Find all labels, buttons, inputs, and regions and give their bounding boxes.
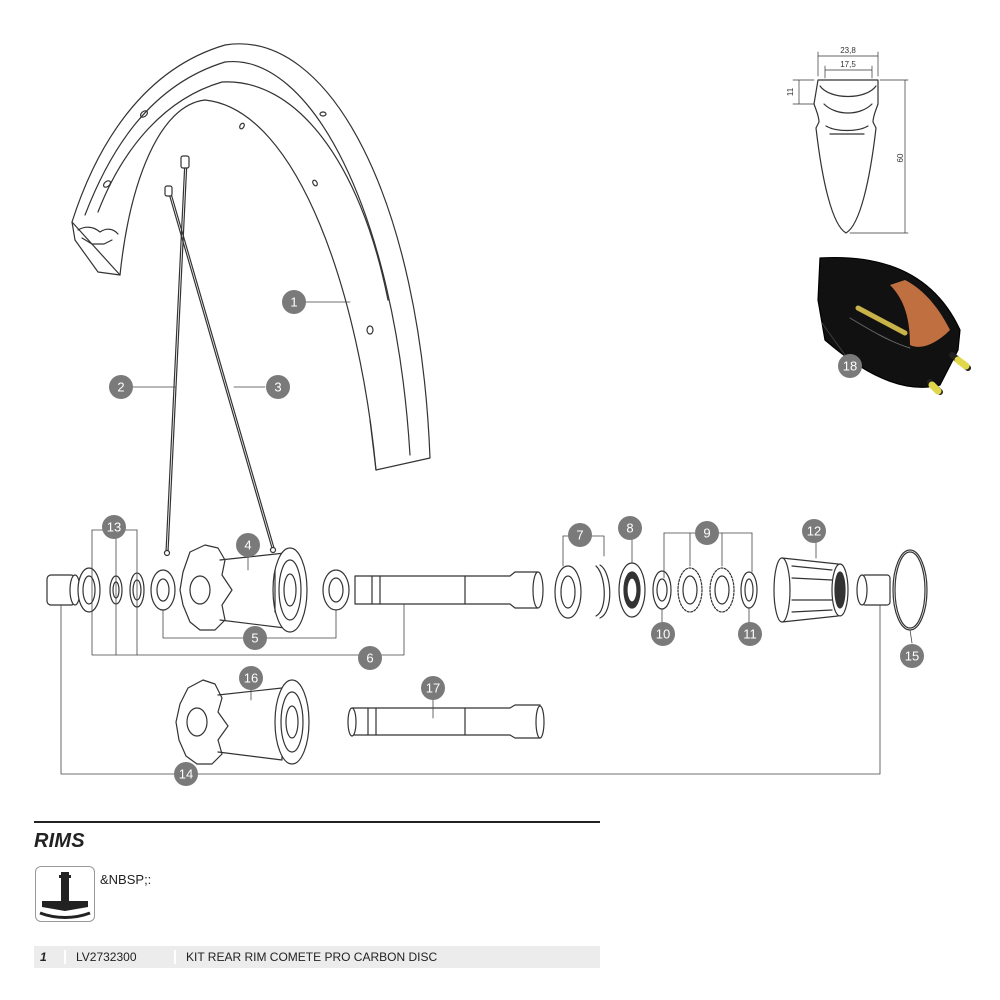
front-axle [347,704,545,739]
callout-number: 2 [117,380,124,395]
dim-inner-width: 17,5 [840,60,856,69]
callout-badge: 10 [651,622,675,646]
callout-circle [109,375,133,399]
callout-number: 13 [107,520,121,535]
callout-badge: 16 [239,666,263,690]
callout-badge: 15 [900,644,924,668]
callout-badge: 11 [738,622,762,646]
rim-profile [792,51,909,234]
section-title: RIMS [34,830,85,852]
callout-circle [568,523,592,547]
callout-badge: 6 [358,646,382,670]
callout-circle [236,533,260,557]
callout-number: 14 [179,767,193,782]
callout-circle [174,762,198,786]
callout-number: 8 [626,521,633,536]
callout-number: 6 [366,651,373,666]
callout-circle [618,516,642,540]
callout-badge: 2 [109,375,133,399]
callout-badge: 5 [243,626,267,650]
callout-circle [102,515,126,539]
callout-badge: 1 [282,290,306,314]
callout-badge: 14 [174,762,198,786]
callout-badge: 9 [695,521,719,545]
callout-number: 18 [843,359,857,374]
callout-badge: 7 [568,523,592,547]
callout-circle [239,666,263,690]
callout-badge: 8 [618,516,642,540]
callout-badge: 4 [236,533,260,557]
callout-circle [266,375,290,399]
callout-number: 15 [905,649,919,664]
callout-circle [695,521,719,545]
callout-circle [282,290,306,314]
part-reference: LV2732300 [64,950,174,964]
section-rule [34,821,600,823]
freehub-body [773,557,849,623]
callout-badge: 12 [802,519,826,543]
callout-circle [738,622,762,646]
callout-circle [900,644,924,668]
callout-number: 12 [807,524,821,539]
callout-circle [243,626,267,650]
valve-icon [35,866,95,922]
part-index: 1 [40,950,47,964]
callout-number: 1 [290,295,297,310]
parts-row: 1 LV2732300 KIT REAR RIM COMETE PRO CARB… [34,946,600,968]
callout-number: 11 [743,627,757,642]
callout-badge: 13 [102,515,126,539]
callout-number: 5 [251,631,258,646]
part-description: KIT REAR RIM COMETE PRO CARBON DISC [174,950,437,964]
dim-outer-width: 23,8 [840,46,856,55]
callout-circle [421,676,445,700]
callout-number: 16 [244,671,258,686]
valve-label: &NBSP;: [100,872,152,887]
callout-number: 7 [576,528,583,543]
callout-number: 9 [703,526,710,541]
callout-badge: 17 [421,676,445,700]
hub-body [179,544,308,633]
callout-circle [838,354,862,378]
dim-hook-height: 11 [786,87,795,96]
rim [71,43,431,471]
exploded-wheel-diagram: 23,8 17,5 11 60 123456789101112131415161… [46,43,971,786]
callout-badge: 18 [838,354,862,378]
dim-rim-depth: 60 [896,153,905,162]
callout-number: 17 [426,681,440,696]
callout-circle [802,519,826,543]
callout-number: 3 [274,380,281,395]
callout-number: 10 [656,627,670,642]
callout-badge: 3 [266,375,290,399]
callout-circle [651,622,675,646]
callout-number: 4 [244,538,251,553]
callout-circle [358,646,382,670]
front-hub [175,679,310,765]
spokes [163,155,277,557]
axle [354,571,544,609]
